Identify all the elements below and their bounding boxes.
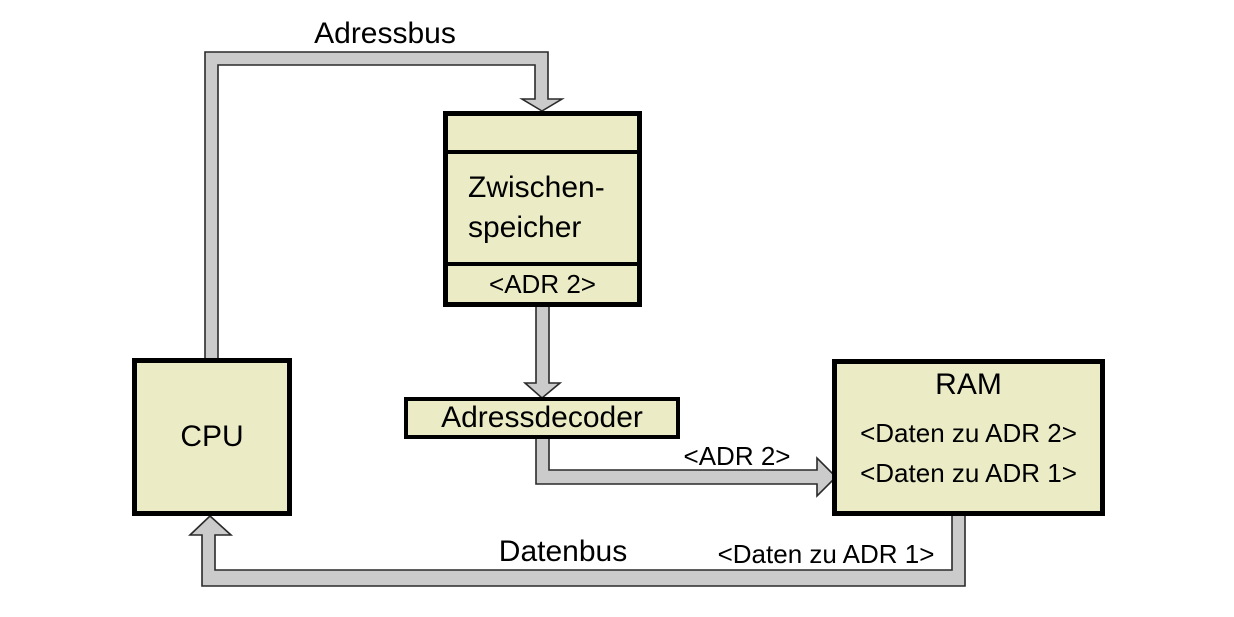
daten-adr1-signal-label: <Daten zu ADR 1>: [717, 539, 935, 569]
zwischenspeicher-label-line2: speicher: [468, 211, 582, 244]
buffer-to-decoder-arrow: [522, 302, 563, 400]
ram-box: RAM <Daten zu ADR 2> <Daten zu ADR 1>: [832, 359, 1105, 516]
zwischenspeicher-slot-label: <ADR 2>: [489, 269, 596, 299]
zwischenspeicher-empty-section: [448, 116, 637, 150]
cpu-label: CPU: [180, 420, 244, 453]
zwischenspeicher-title-section: Zwischen- speicher: [448, 150, 637, 266]
ram-label: RAM: [935, 368, 1002, 401]
datenbus-arrow: [187, 512, 966, 587]
ram-entry-adr2: <Daten zu ADR 2>: [860, 418, 1077, 448]
adressdecoder-label: Adressdecoder: [441, 401, 643, 434]
decoder-to-ram-arrow: [535, 434, 838, 498]
adressdecoder-box: Adressdecoder: [404, 397, 680, 439]
adr2-signal-label: <ADR 2>: [683, 441, 791, 471]
zwischenspeicher-label-line1: Zwischen-: [468, 171, 605, 204]
cpu-box: CPU: [132, 358, 292, 516]
datenbus-label: Datenbus: [498, 535, 628, 568]
adressbus-arrow: [204, 51, 565, 363]
zwischenspeicher-box: Zwischen- speicher <ADR 2>: [443, 111, 642, 307]
ram-entry-adr1: <Daten zu ADR 1>: [860, 458, 1077, 488]
adressbus-label: Adressbus: [314, 17, 456, 50]
zwischenspeicher-slot-section: <ADR 2>: [448, 266, 637, 302]
